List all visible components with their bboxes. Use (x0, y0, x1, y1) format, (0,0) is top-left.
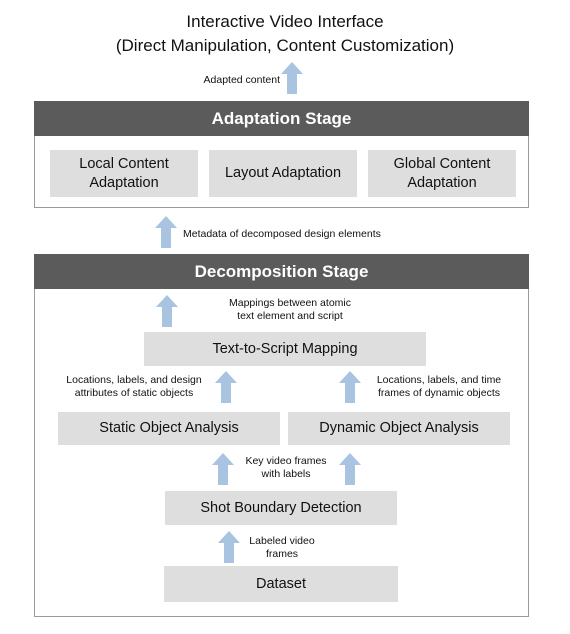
up-arrow-icon (339, 453, 361, 485)
dynamic-object-analysis-box: Dynamic Object Analysis (288, 412, 510, 445)
up-arrow-icon (212, 453, 234, 485)
global-content-adaptation-box: Global Content Adaptation (368, 150, 516, 197)
local-content-adaptation-box: Local Content Adaptation (50, 150, 198, 197)
up-arrow-icon (155, 216, 177, 248)
up-arrow-icon (215, 371, 237, 403)
adaptation-stage-header: Adaptation Stage (34, 101, 529, 136)
layout-adaptation-box: Layout Adaptation (209, 150, 357, 197)
up-arrow-icon (281, 62, 303, 94)
decomposition-stage-header: Decomposition Stage (34, 254, 529, 289)
key-frames-label: Key video frames with labels (245, 455, 327, 480)
interface-title-line2: (Direct Manipulation, Content Customizat… (115, 36, 455, 55)
up-arrow-icon (218, 531, 240, 563)
interface-title-line1: Interactive Video Interface (186, 12, 384, 31)
dynamic-attributes-label: Locations, labels, and time frames of dy… (376, 374, 502, 399)
metadata-label: Metadata of decomposed design elements (183, 228, 381, 240)
mappings-label: Mappings between atomic text element and… (229, 297, 351, 322)
static-attributes-label: Locations, labels, and design attributes… (66, 374, 202, 399)
adapted-content-label: Adapted content (203, 74, 280, 86)
shot-boundary-detection-box: Shot Boundary Detection (165, 491, 397, 525)
text-to-script-mapping-box: Text-to-Script Mapping (144, 332, 426, 366)
up-arrow-icon (156, 295, 178, 327)
labeled-frames-label: Labeled video frames (249, 535, 315, 560)
static-object-analysis-box: Static Object Analysis (58, 412, 280, 445)
dataset-box: Dataset (164, 566, 398, 602)
up-arrow-icon (339, 371, 361, 403)
